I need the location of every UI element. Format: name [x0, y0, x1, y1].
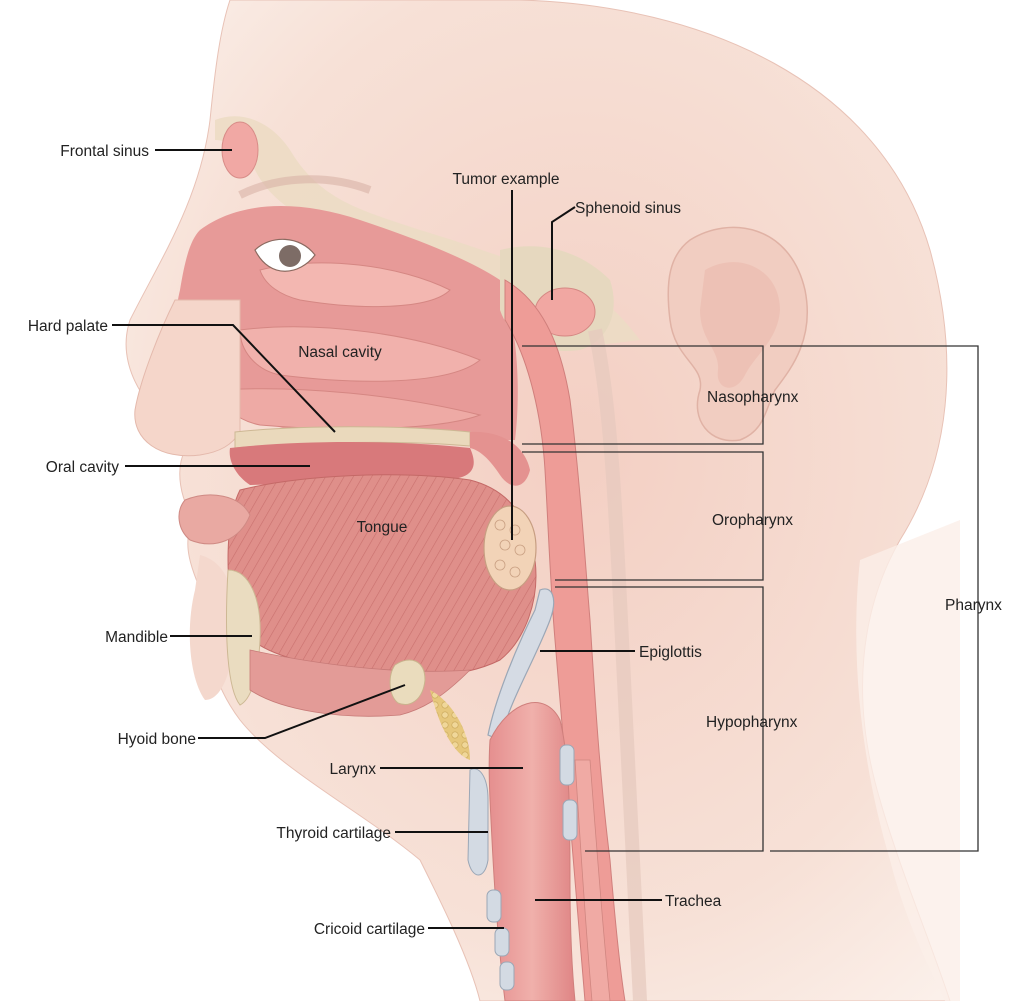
label-nasal-cavity: Nasal cavity	[298, 344, 382, 361]
label-mandible: Mandible	[105, 629, 168, 646]
label-pharynx: Pharynx	[945, 597, 1002, 614]
label-hyoid-bone: Hyoid bone	[118, 731, 196, 748]
thyroid-cartilage-shape	[468, 769, 488, 875]
label-tongue: Tongue	[357, 519, 408, 536]
label-oral-cavity: Oral cavity	[46, 459, 119, 476]
label-thyroid-cartilage: Thyroid cartilage	[276, 825, 391, 842]
iris	[279, 245, 301, 267]
label-tumor-example: Tumor example	[452, 171, 559, 188]
label-epiglottis: Epiglottis	[639, 644, 702, 661]
tumor-mass	[484, 506, 536, 590]
label-frontal-sinus: Frontal sinus	[60, 143, 149, 160]
label-larynx: Larynx	[329, 761, 376, 778]
label-nasopharynx: Nasopharynx	[707, 389, 799, 406]
label-oropharynx: Oropharynx	[712, 512, 793, 529]
label-cricoid-cartilage: Cricoid cartilage	[314, 921, 425, 938]
label-sphenoid-sinus: Sphenoid sinus	[575, 200, 681, 217]
label-hard-palate: Hard palate	[28, 318, 108, 335]
label-trachea: Trachea	[665, 893, 722, 910]
label-hypopharynx: Hypopharynx	[706, 714, 798, 731]
